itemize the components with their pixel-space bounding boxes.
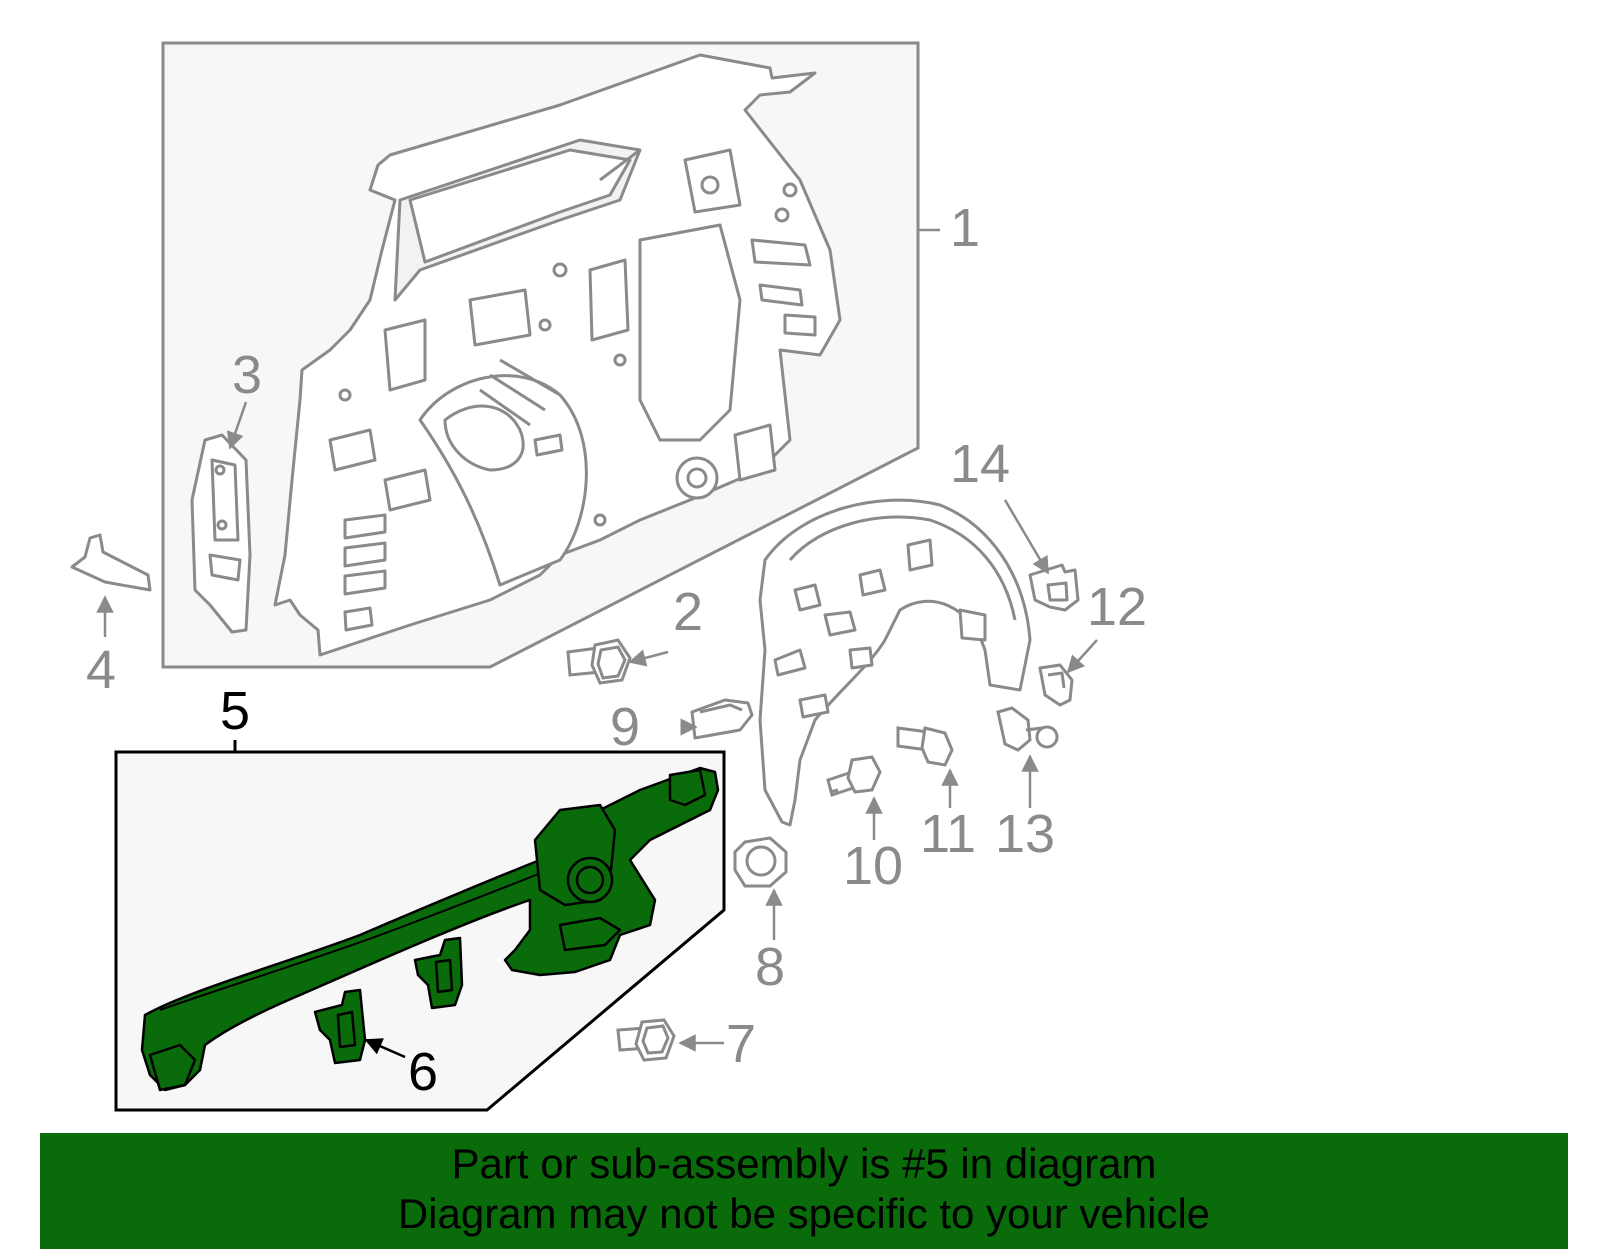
bracket-part-9[interactable]	[690, 698, 754, 740]
callout-14: 14	[950, 434, 1010, 494]
info-banner: Part or sub-assembly is #5 in diagram Di…	[40, 1133, 1568, 1249]
callout-9: 9	[610, 697, 640, 757]
bracket-part-6-a[interactable]	[413, 936, 464, 1010]
bracket-part-6-b[interactable]	[313, 988, 367, 1065]
callout-7: 7	[726, 1014, 756, 1074]
leader-lines	[96, 228, 1098, 1059]
callout-8: 8	[755, 937, 785, 997]
banner-part-note: Part or sub-assembly is #5 in diagram	[451, 1140, 1157, 1187]
callout-2: 2	[673, 582, 703, 642]
callout-1: 1	[950, 198, 980, 258]
bolt-part-2[interactable]	[566, 638, 632, 685]
callout-10: 10	[843, 836, 903, 896]
callout-11: 11	[920, 804, 976, 864]
window-regulator-part-5[interactable]	[140, 766, 720, 1092]
callout-labels: 1 2 3 4 5 6 7 8 9 10 11 12 13 14	[86, 198, 1147, 1102]
callout-5: 5	[220, 681, 250, 741]
clip-part-12[interactable]	[1038, 663, 1074, 707]
wheelhouse-liner[interactable]	[758, 498, 1032, 827]
push-pin-part-13[interactable]	[996, 706, 1059, 752]
bolt-part-7[interactable]	[616, 1018, 676, 1062]
quarter-inner-panel-part-1[interactable]	[273, 53, 842, 657]
callout-12: 12	[1087, 577, 1147, 637]
clip-part-14[interactable]	[1028, 563, 1080, 612]
banner-disclaimer: Diagram may not be specific to your vehi…	[397, 1190, 1211, 1237]
callout-13: 13	[995, 804, 1055, 864]
bolt-part-11[interactable]	[896, 726, 954, 767]
nut-part-8[interactable]	[733, 836, 788, 888]
callout-3: 3	[232, 345, 262, 405]
screw-part-10[interactable]	[826, 755, 882, 797]
callout-6: 6	[408, 1042, 438, 1102]
callout-4: 4	[86, 640, 116, 700]
bracket-part-4[interactable]	[70, 533, 152, 592]
